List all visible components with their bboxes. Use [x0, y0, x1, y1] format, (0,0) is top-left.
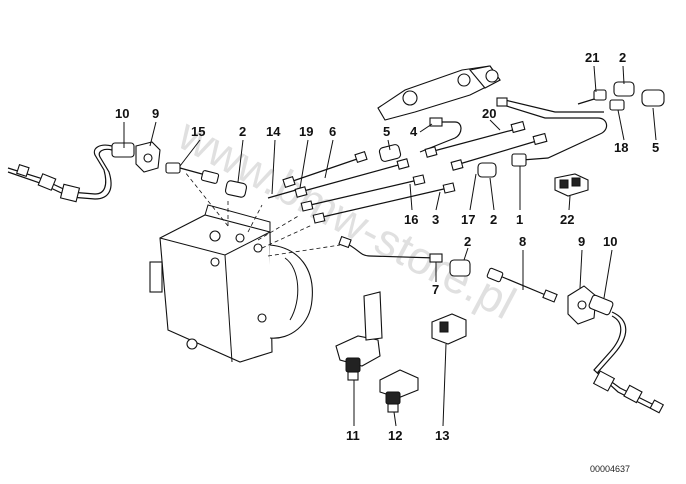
callout-12: 12 — [388, 428, 402, 443]
callout-21: 21 — [585, 50, 599, 65]
callout-10-left: 10 — [115, 106, 129, 121]
part-1-fitting[interactable] — [511, 153, 527, 167]
left-bracket[interactable] — [135, 141, 161, 173]
callout-19: 19 — [299, 124, 313, 139]
callout-7: 7 — [432, 282, 439, 297]
diagram-code: 00004637 — [590, 464, 630, 474]
callout-2-lower: 2 — [464, 234, 471, 249]
part-8-pipe[interactable] — [486, 267, 558, 303]
part-15-fitting[interactable] — [165, 162, 220, 184]
master-cylinder[interactable] — [377, 65, 501, 121]
callout-18: 18 — [614, 140, 628, 155]
callout-17: 17 — [461, 212, 475, 227]
callout-8: 8 — [519, 234, 526, 249]
callout-2-left: 2 — [239, 124, 246, 139]
callout-2-center: 2 — [490, 212, 497, 227]
part-22-clip[interactable] — [554, 173, 589, 197]
callout-11: 11 — [346, 428, 360, 443]
right-bracket[interactable] — [567, 285, 597, 325]
right-brake-hose[interactable] — [588, 294, 665, 414]
callout-1: 1 — [516, 212, 523, 227]
part-5-sleeve-center[interactable] — [378, 144, 402, 162]
callout-9-right: 9 — [578, 234, 585, 249]
callout-20: 20 — [482, 106, 496, 121]
part-2-sleeve-left[interactable] — [224, 180, 248, 198]
part-2-sleeve-top[interactable] — [613, 81, 635, 97]
left-brake-hose[interactable] — [7, 142, 135, 203]
callout-6: 6 — [329, 124, 336, 139]
part-4-pipe[interactable] — [419, 117, 462, 153]
part-11-bracket[interactable] — [335, 291, 383, 381]
part-2-sleeve-center[interactable] — [477, 162, 497, 178]
leader-lines — [184, 171, 341, 257]
callout-16: 16 — [404, 212, 418, 227]
callout-3: 3 — [432, 212, 439, 227]
part-13-clip[interactable] — [431, 313, 467, 345]
callout-4: 4 — [410, 124, 418, 139]
part-21-fitting[interactable] — [577, 89, 607, 105]
part-18-fitting[interactable] — [609, 99, 625, 111]
pipes-20-17[interactable] — [424, 97, 608, 171]
callout-22: 22 — [560, 212, 574, 227]
callout-14: 14 — [266, 124, 281, 139]
part-2-sleeve-lower[interactable] — [449, 259, 471, 277]
callout-13: 13 — [435, 428, 449, 443]
callout-15: 15 — [191, 124, 205, 139]
callout-5-right: 5 — [652, 140, 659, 155]
brake-pipes[interactable] — [267, 150, 456, 263]
part-5-sleeve-right[interactable] — [641, 89, 665, 107]
callout-10-right: 10 — [603, 234, 617, 249]
part-12-bracket[interactable] — [379, 369, 419, 413]
callout-2-top: 2 — [619, 50, 626, 65]
callout-5-center: 5 — [383, 124, 390, 139]
hydraulic-unit[interactable] — [149, 204, 313, 363]
callout-9-left: 9 — [152, 106, 159, 121]
callout-labels: 10 9 15 2 14 19 6 5 4 20 21 2 18 5 16 3 … — [115, 50, 659, 443]
callout-leaders — [123, 65, 657, 427]
